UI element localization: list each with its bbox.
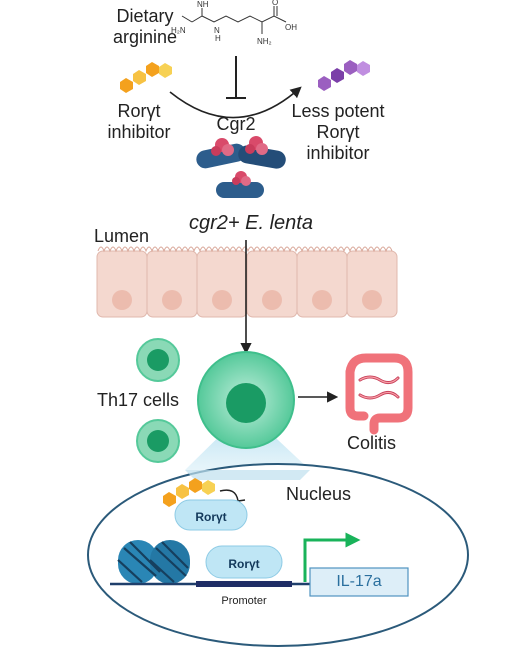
arginine-molecule-icon — [181, 6, 287, 34]
th17-cell-small-bottom — [136, 419, 180, 463]
colon-icon — [345, 353, 413, 435]
label-roryt-a: Rorγt — [117, 101, 161, 121]
label-dietary-arginine: Dietary arginine — [100, 6, 190, 48]
gut-epithelium — [96, 246, 398, 318]
label-less-potent: Less potent — [291, 101, 385, 121]
th17-cell-small-top — [136, 338, 180, 382]
label-roryt-inhibitor: Rorγt inhibitor — [94, 101, 184, 143]
label-lumen: Lumen — [94, 226, 150, 246]
atom-o: O — [272, 0, 278, 7]
label-inhibitor-a: inhibitor — [107, 122, 171, 142]
label-roryt-protein-1: Rorγt — [195, 510, 227, 524]
atom-nh: NH — [197, 0, 209, 9]
label-roryt-protein-2: Rorγt — [228, 557, 260, 571]
label-less-potent-inhibitor: Less potent Rorγt inhibitor — [278, 101, 398, 164]
label-inhibitor-b: inhibitor — [306, 143, 370, 163]
less-potent-inhibitor-icon — [318, 60, 370, 91]
arginine-atom-labels: H₂N NH N H OH O NH₂ — [171, 0, 297, 46]
label-dietary: Dietary — [116, 6, 174, 26]
nucleus-inhibition-line — [219, 489, 239, 502]
label-colitis: Colitis — [347, 433, 397, 453]
atom-oh: OH — [285, 23, 297, 32]
label-roryt-b: Rorγt — [316, 122, 360, 142]
atom-h2n: H₂N — [171, 26, 186, 35]
promoter-region — [196, 581, 292, 587]
atom-h: H — [215, 34, 221, 43]
nucleus-inhibitor-icon — [163, 478, 215, 507]
transcription-arrow — [303, 532, 361, 582]
roryt-inhibitor-icon — [120, 62, 172, 93]
label-nucleus: Nucleus — [286, 484, 352, 504]
atom-nh2: NH₂ — [257, 37, 272, 46]
conversion-arrow — [169, 86, 302, 119]
nucleosome-icon — [117, 540, 190, 584]
nucleus-beam-overlay — [185, 470, 310, 480]
roryt-protein-inhibited — [174, 499, 248, 531]
il17a-gene-box — [309, 567, 409, 597]
label-arginine: arginine — [112, 27, 178, 47]
label-promoter: Promoter — [221, 595, 267, 607]
inhibition-arrow — [226, 56, 246, 99]
atom-n: N — [214, 26, 220, 35]
label-il17a: IL-17a — [336, 573, 382, 590]
th17-cell-large — [197, 351, 295, 449]
bacteria-cluster-icon — [196, 136, 286, 198]
label-th17-cells: Th17 cells — [97, 390, 180, 410]
label-bacterium: cgr2+ E. lenta — [189, 212, 313, 234]
roryt-protein-active — [205, 545, 283, 579]
label-cgr2: Cgr2 — [216, 114, 256, 134]
